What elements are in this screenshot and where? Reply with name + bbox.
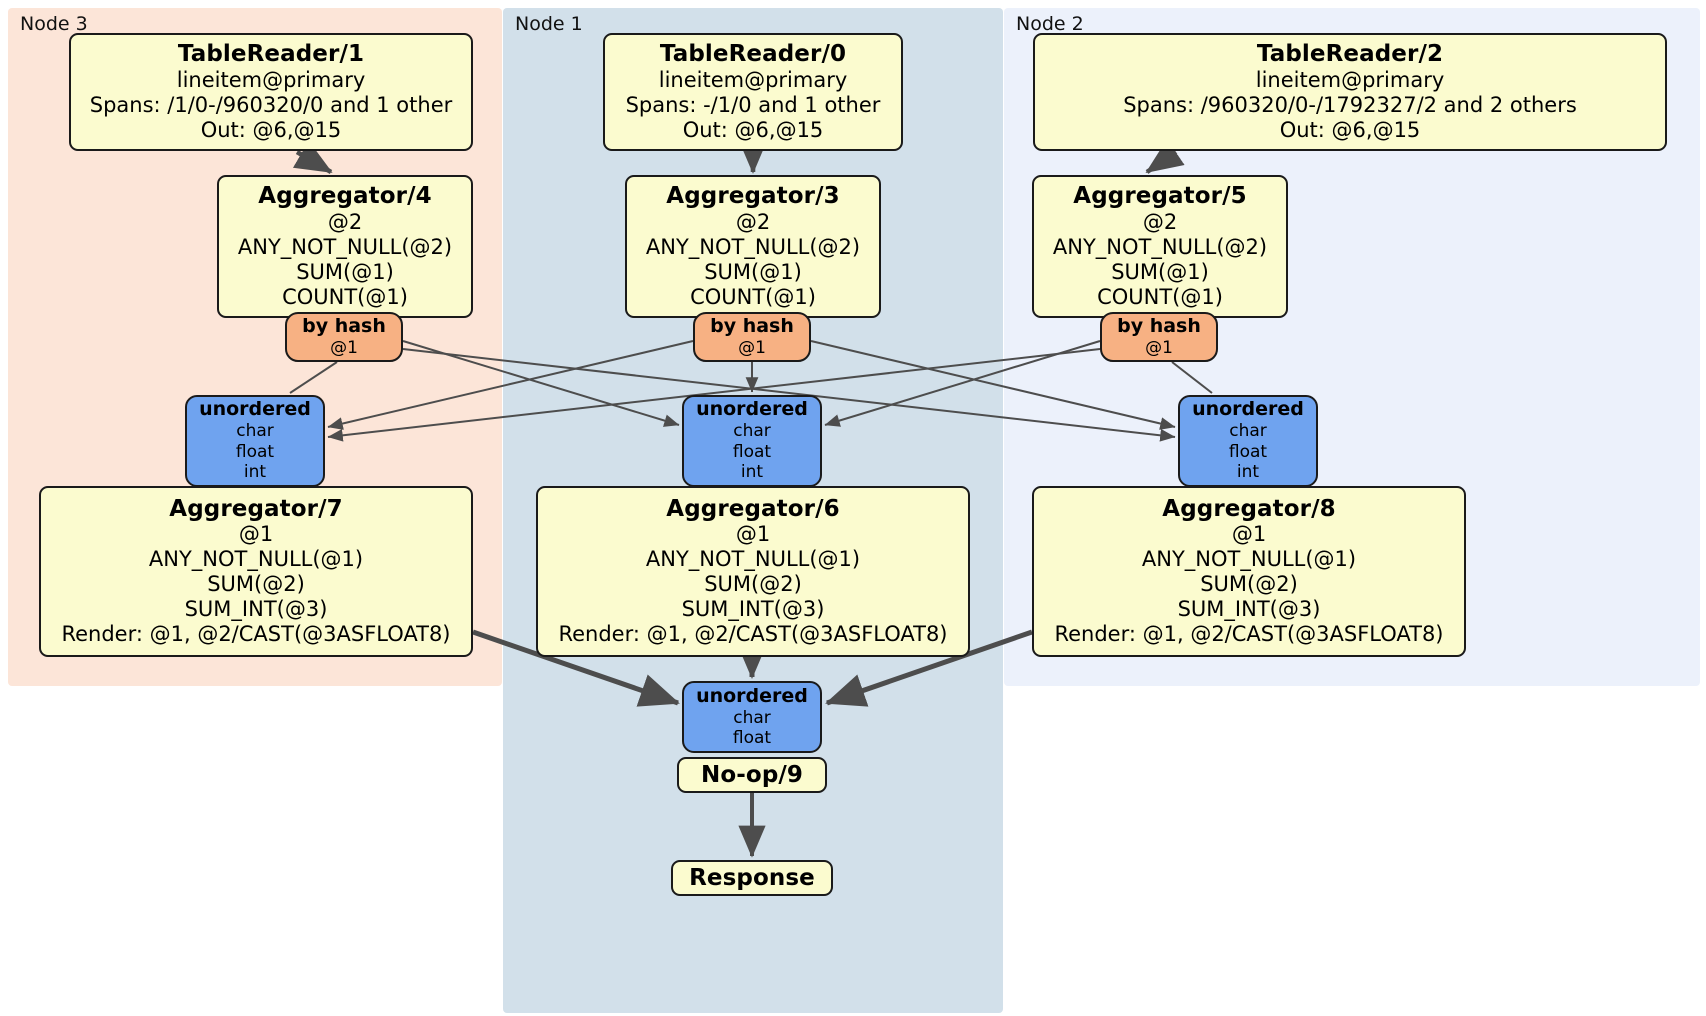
plan-node-detail: Render: @1, @2/CAST(@3ASFLOAT8) bbox=[61, 622, 451, 647]
plan-node-detail: ANY_NOT_NULL(@1) bbox=[148, 547, 364, 572]
plan-node-detail: @1 bbox=[735, 522, 771, 547]
plan-node-title: by hash bbox=[1117, 314, 1201, 337]
plan-node-detail: ANY_NOT_NULL(@2) bbox=[237, 234, 453, 259]
plan-node-title: Response bbox=[689, 864, 815, 891]
node-panel-label-node1: Node 1 bbox=[515, 13, 583, 35]
plan-node-title: Aggregator/5 bbox=[1073, 183, 1247, 210]
plan-node-title: TableReader/0 bbox=[659, 41, 847, 68]
plan-node-detail: int bbox=[243, 462, 267, 483]
plan-node-detail: SUM(@2) bbox=[207, 572, 305, 597]
plan-node-detail: @2 bbox=[735, 209, 771, 234]
plan-node-detail: ANY_NOT_NULL(@1) bbox=[645, 547, 861, 572]
plan-node-title: unordered bbox=[696, 684, 808, 707]
plan-node-detail: @1 bbox=[330, 337, 358, 358]
plan-node-detail: ANY_NOT_NULL(@1) bbox=[1141, 547, 1357, 572]
plan-node-detail: Spans: /1/0-/960320/0 and 1 other bbox=[89, 92, 453, 117]
plan-node-response[interactable]: Response bbox=[671, 860, 833, 896]
plan-node-hash3[interactable]: by hash@1 bbox=[693, 312, 811, 362]
plan-node-hash4[interactable]: by hash@1 bbox=[285, 312, 403, 362]
plan-node-detail: Out: @6,@15 bbox=[200, 117, 342, 142]
plan-node-detail: float bbox=[235, 441, 275, 462]
plan-node-detail: COUNT(@1) bbox=[690, 284, 816, 309]
plan-node-title: No-op/9 bbox=[701, 761, 803, 788]
plan-node-detail: char bbox=[733, 421, 771, 442]
plan-node-detail: COUNT(@1) bbox=[1097, 284, 1223, 309]
plan-node-detail: SUM_INT(@3) bbox=[184, 597, 328, 622]
plan-node-title: Aggregator/4 bbox=[258, 183, 432, 210]
plan-node-detail: lineitem@primary bbox=[176, 67, 366, 92]
plan-node-detail: Out: @6,@15 bbox=[1279, 117, 1421, 142]
plan-node-noop9[interactable]: No-op/9 bbox=[677, 757, 827, 793]
plan-node-detail: Spans: /960320/0-/1792327/2 and 2 others bbox=[1123, 92, 1577, 117]
plan-node-detail: SUM(@2) bbox=[1200, 572, 1298, 597]
node-panel-label-node2: Node 2 bbox=[1016, 13, 1084, 35]
plan-node-detail: SUM(@1) bbox=[704, 259, 802, 284]
plan-node-detail: lineitem@primary bbox=[1255, 67, 1445, 92]
plan-node-detail: @1 bbox=[1231, 522, 1267, 547]
plan-node-detail: ANY_NOT_NULL(@2) bbox=[1052, 234, 1268, 259]
plan-node-detail: @2 bbox=[327, 209, 363, 234]
plan-node-title: unordered bbox=[1192, 398, 1304, 421]
plan-node-detail: float bbox=[732, 727, 772, 748]
plan-node-detail: SUM(@1) bbox=[296, 259, 394, 284]
plan-node-detail: int bbox=[1236, 462, 1260, 483]
plan-node-detail: Render: @1, @2/CAST(@3ASFLOAT8) bbox=[1054, 622, 1444, 647]
plan-node-detail: float bbox=[1228, 441, 1268, 462]
plan-node-detail: Spans: -/1/0 and 1 other bbox=[625, 92, 881, 117]
plan-node-title: by hash bbox=[710, 314, 794, 337]
plan-node-title: TableReader/1 bbox=[177, 41, 365, 68]
plan-node-detail: char bbox=[236, 421, 274, 442]
plan-node-title: unordered bbox=[199, 398, 311, 421]
plan-node-detail: @2 bbox=[1142, 209, 1178, 234]
plan-node-detail: ANY_NOT_NULL(@2) bbox=[645, 234, 861, 259]
plan-node-detail: Out: @6,@15 bbox=[682, 117, 824, 142]
plan-node-title: Aggregator/6 bbox=[666, 495, 840, 522]
plan-node-title: Aggregator/3 bbox=[666, 183, 840, 210]
plan-node-detail: @1 bbox=[738, 337, 766, 358]
plan-node-title: unordered bbox=[696, 398, 808, 421]
plan-node-detail: SUM_INT(@3) bbox=[1177, 597, 1321, 622]
plan-node-detail: COUNT(@1) bbox=[282, 284, 408, 309]
plan-node-detail: int bbox=[740, 462, 764, 483]
plan-node-detail: @1 bbox=[238, 522, 274, 547]
plan-node-title: by hash bbox=[302, 314, 386, 337]
plan-node-title: TableReader/2 bbox=[1256, 41, 1444, 68]
plan-node-detail: lineitem@primary bbox=[658, 67, 848, 92]
plan-node-detail: char bbox=[733, 707, 771, 728]
plan-node-detail: SUM(@2) bbox=[704, 572, 802, 597]
node-panel-label-node3: Node 3 bbox=[20, 13, 88, 35]
plan-node-detail: SUM_INT(@3) bbox=[681, 597, 825, 622]
plan-node-detail: @1 bbox=[1145, 337, 1173, 358]
plan-node-detail: SUM(@1) bbox=[1111, 259, 1209, 284]
plan-node-detail: Render: @1, @2/CAST(@3ASFLOAT8) bbox=[558, 622, 948, 647]
plan-node-detail: char bbox=[1229, 421, 1267, 442]
plan-node-hash5[interactable]: by hash@1 bbox=[1100, 312, 1218, 362]
plan-node-title: Aggregator/7 bbox=[169, 495, 343, 522]
plan-node-detail: float bbox=[732, 441, 772, 462]
plan-node-title: Aggregator/8 bbox=[1162, 495, 1336, 522]
